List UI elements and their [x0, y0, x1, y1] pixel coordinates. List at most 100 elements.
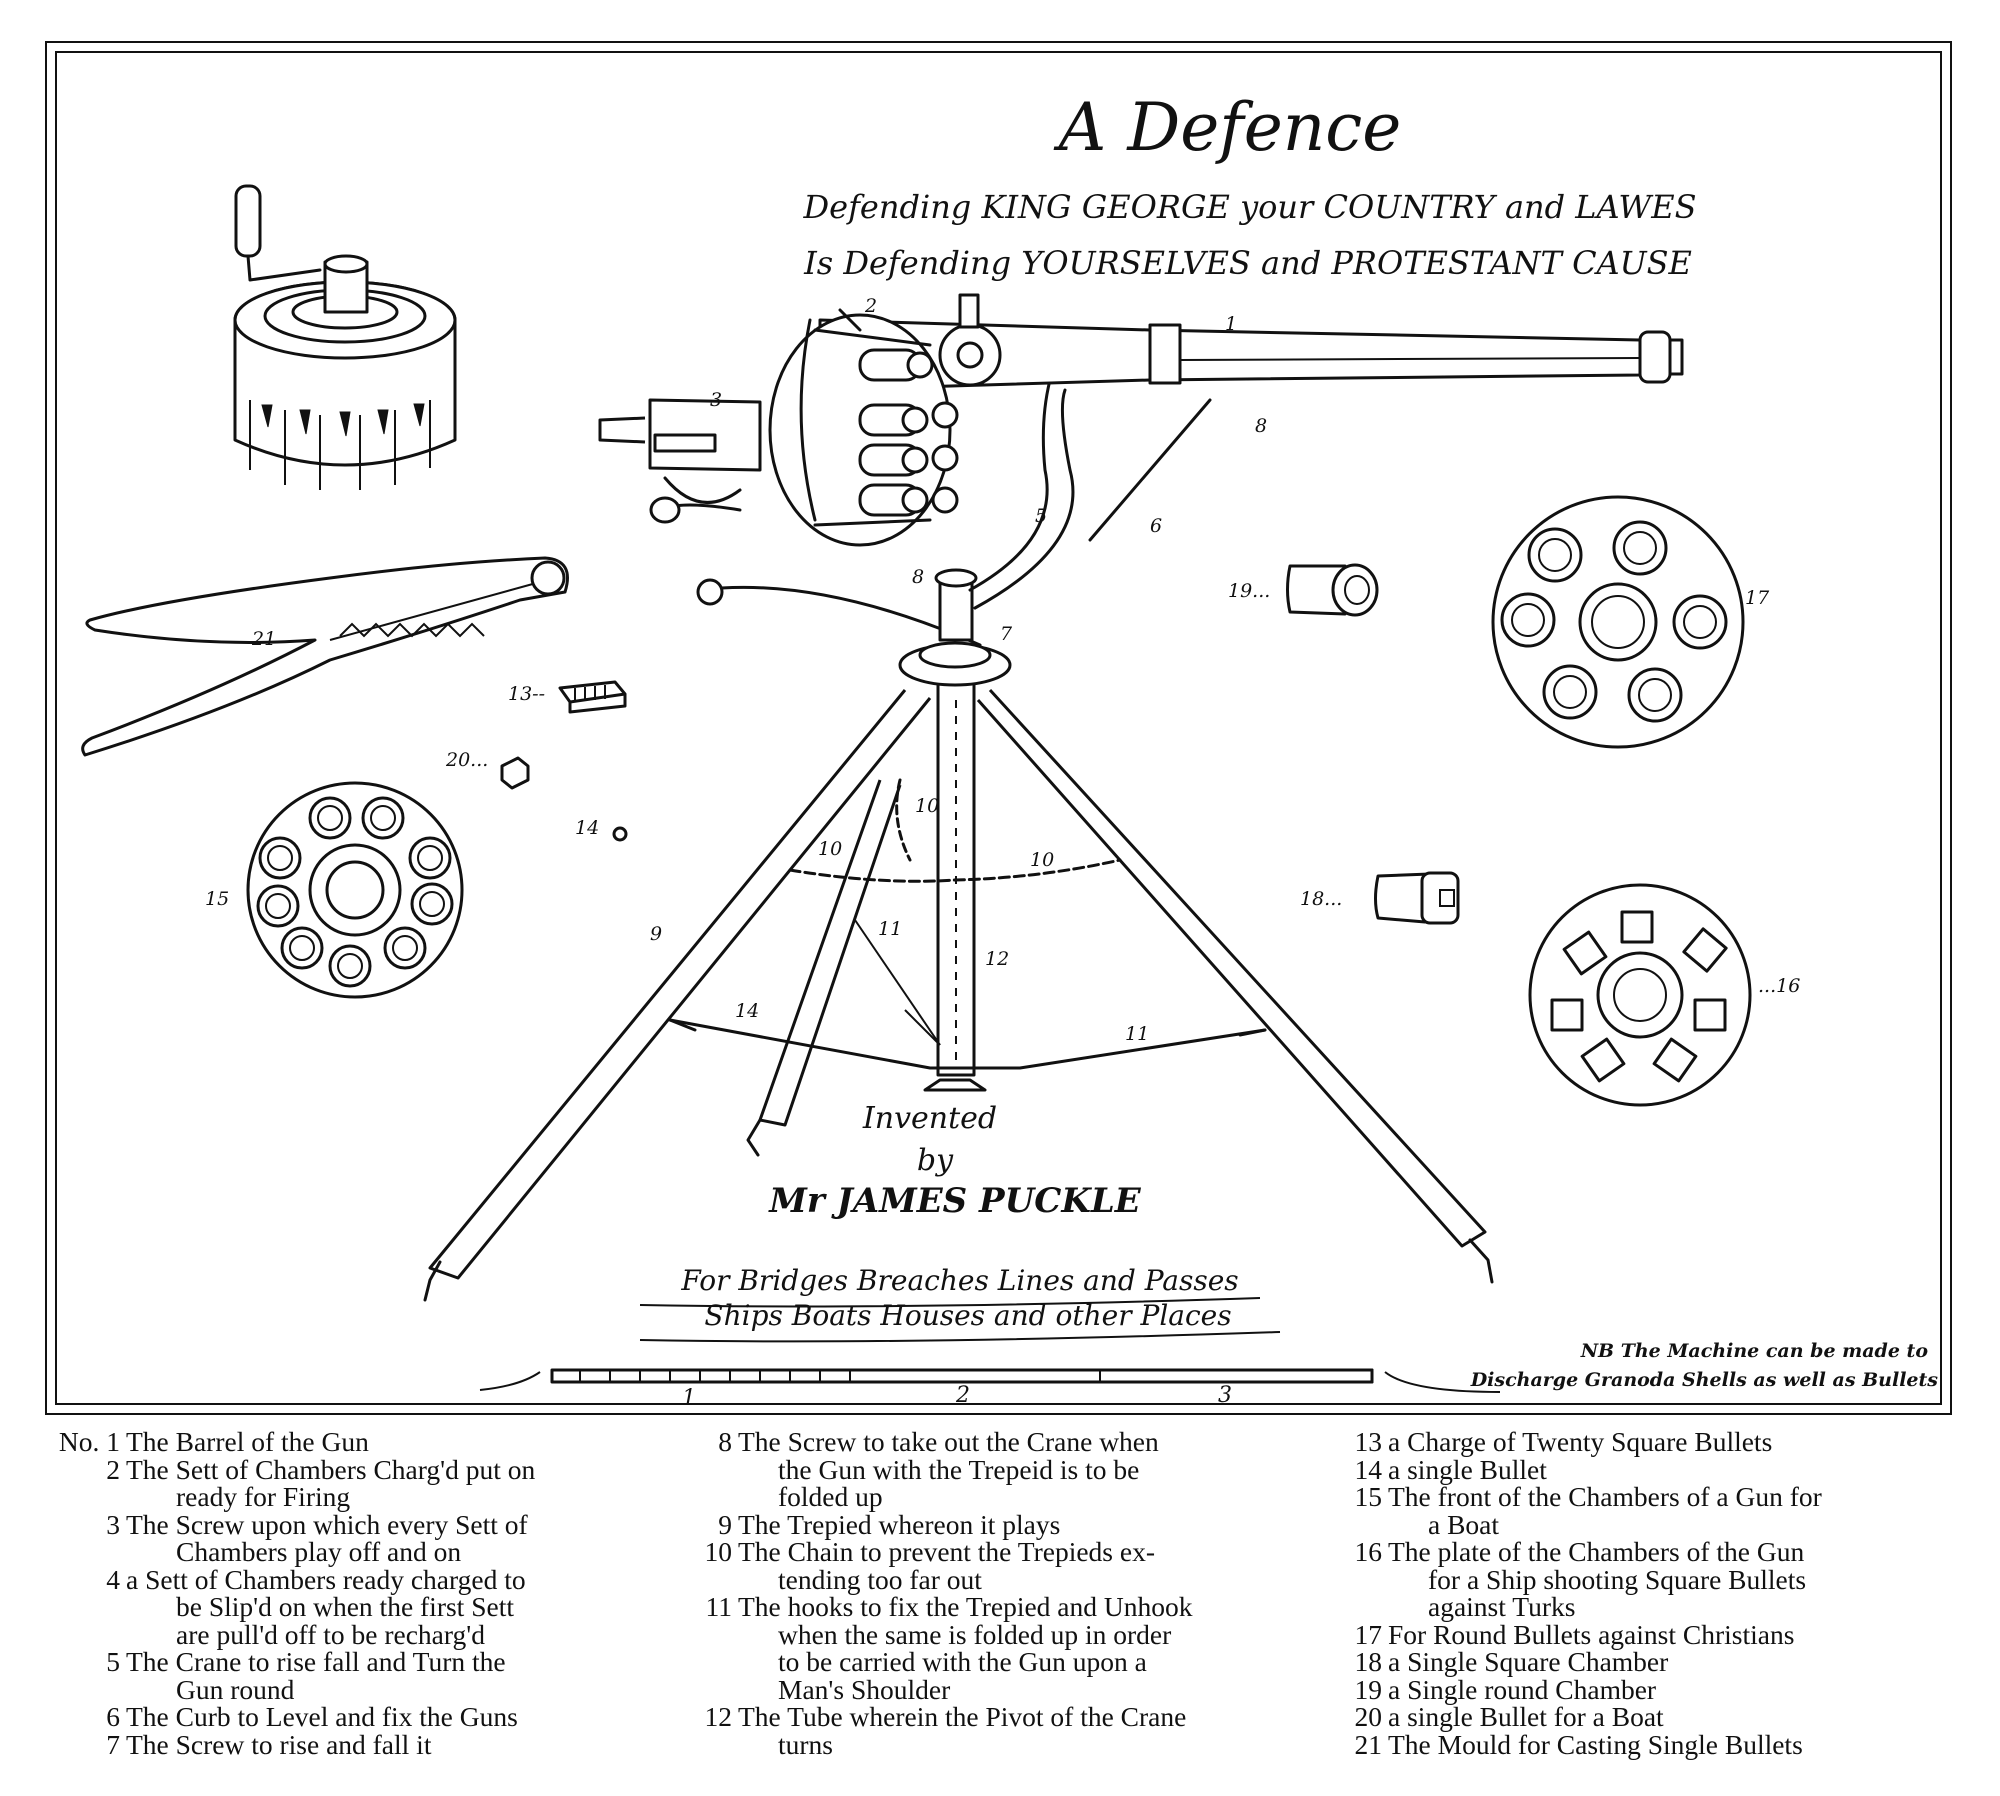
- square-chamber-drawing: 18...: [1300, 873, 1458, 923]
- by-label: by: [917, 1143, 954, 1178]
- svg-text:9: 9: [650, 923, 662, 945]
- svg-text:13--: 13--: [508, 683, 545, 705]
- svg-text:8: 8: [1255, 415, 1267, 437]
- svg-text:6: 6: [1150, 515, 1162, 537]
- chamber-set-drawing: 2 3: [600, 295, 957, 545]
- legend-text-cont: folded up: [738, 1483, 1340, 1511]
- legend-text: The Chain to prevent the Trepieds ex-: [738, 1538, 1340, 1566]
- svg-text:1: 1: [682, 1386, 696, 1411]
- legend-text: The Crane to rise fall and Turn the: [126, 1648, 650, 1676]
- legend-number: 18: [1340, 1648, 1382, 1676]
- legend-text: The Screw to take out the Crane when: [738, 1428, 1340, 1456]
- round-chamber-drawing: 19...: [1228, 565, 1377, 615]
- legend-text: a single Bullet: [1388, 1456, 1980, 1484]
- legend-item-21: 21 The Mould for Casting Single Bullets: [1340, 1731, 1980, 1759]
- legend-number: 1: [106, 1426, 120, 1457]
- svg-text:14: 14: [575, 817, 599, 839]
- boat-chamber-front-drawing: 15: [205, 783, 462, 997]
- legend-item-4: 4 a Sett of Chambers ready charged to be…: [30, 1566, 650, 1649]
- legend-item-13: 13 a Charge of Twenty Square Bullets: [1340, 1428, 1980, 1456]
- legend-item-17: 17 For Round Bullets against Christians: [1340, 1621, 1980, 1649]
- legend-number: 2: [30, 1456, 120, 1484]
- svg-text:11: 11: [1125, 1023, 1149, 1045]
- legend-text: The Barrel of the Gun: [126, 1428, 650, 1456]
- legend-item-3: 3 The Screw upon which every Sett of Cha…: [30, 1511, 650, 1566]
- legend-text: The plate of the Chambers of the Gun: [1388, 1538, 1980, 1566]
- svg-text:3: 3: [1218, 1383, 1232, 1408]
- legend-text: The Curb to Level and fix the Guns: [126, 1703, 650, 1731]
- legend-number: 14: [1340, 1456, 1382, 1484]
- legend-text-cont: are pull'd off to be recharg'd: [126, 1621, 650, 1649]
- legend-text-cont: tending too far out: [738, 1566, 1340, 1594]
- bullet-mould-drawing: 21: [83, 558, 568, 755]
- legend-text-cont: turns: [738, 1731, 1340, 1759]
- use-line-2: Ships Boats Houses and other Places: [704, 1299, 1231, 1332]
- legend-text: a single Bullet for a Boat: [1388, 1703, 1980, 1731]
- square-bullets-charge-drawing: 13--: [508, 682, 625, 712]
- legend-text: The Trepied whereon it plays: [738, 1511, 1340, 1539]
- plate-title: A Defence: [1053, 89, 1402, 166]
- legend-column-2: 8 The Screw to take out the Crane when t…: [690, 1428, 1340, 1758]
- legend-item-2: 2 The Sett of Chambers Charg'd put on re…: [30, 1456, 650, 1511]
- legend-text-cont: ready for Firing: [126, 1483, 650, 1511]
- motto-line-2: Is Defending YOURSELVES and PROTESTANT C…: [803, 244, 1692, 282]
- svg-text:1: 1: [1225, 313, 1237, 335]
- single-bullet-drawing: 14: [575, 817, 626, 840]
- legend-text: The Sett of Chambers Charg'd put on: [126, 1456, 650, 1484]
- svg-text:10: 10: [1030, 849, 1054, 871]
- legend-number: 21: [1340, 1731, 1382, 1759]
- boat-bullet-drawing: 20...: [445, 749, 528, 788]
- legend-item-19: 19 a Single round Chamber: [1340, 1676, 1980, 1704]
- legend-item-18: 18 a Single Square Chamber: [1340, 1648, 1980, 1676]
- legend-number: 7: [30, 1731, 120, 1759]
- legend-number: 11: [690, 1593, 732, 1621]
- legend-text: The hooks to fix the Trepied and Unhook: [738, 1593, 1340, 1621]
- legend-number: 10: [690, 1538, 732, 1566]
- legend-text: The Screw to rise and fall it: [126, 1731, 650, 1759]
- legend-item-7: 7 The Screw to rise and fall it: [30, 1731, 650, 1759]
- legend-text: The front of the Chambers of a Gun for: [1388, 1483, 1980, 1511]
- use-line-1: For Bridges Breaches Lines and Passes: [680, 1264, 1238, 1297]
- legend-number: 15: [1340, 1483, 1382, 1511]
- legend-item-8: 8 The Screw to take out the Crane when t…: [690, 1428, 1340, 1511]
- legend-text: a Sett of Chambers ready charged to: [126, 1566, 650, 1594]
- svg-text:11: 11: [878, 918, 902, 940]
- legend-text-cont: a Boat: [1388, 1511, 1980, 1539]
- legend-item-14: 14 a single Bullet: [1340, 1456, 1980, 1484]
- legend-text-cont: to be carried with the Gun upon a: [738, 1648, 1340, 1676]
- invented-label: Invented: [862, 1101, 997, 1136]
- svg-text:3: 3: [710, 389, 722, 411]
- note-line-2: Discharge Granoda Shells as well as Bull…: [1470, 1369, 1939, 1391]
- legend-text: The Screw upon which every Sett of: [126, 1511, 650, 1539]
- legend-item-10: 10 The Chain to prevent the Trepieds ex-…: [690, 1538, 1340, 1593]
- svg-text:20...: 20...: [445, 749, 488, 771]
- legend-item-6: 6 The Curb to Level and fix the Guns: [30, 1703, 650, 1731]
- motto-line-1: Defending KING GEORGE your COUNTRY and L…: [802, 188, 1696, 226]
- legend-item-1: No. 1 The Barrel of the Gun: [30, 1428, 650, 1456]
- svg-text:8: 8: [912, 566, 924, 588]
- legend-item-15: 15 The front of the Chambers of a Gun fo…: [1340, 1483, 1980, 1538]
- legend-text-cont: Man's Shoulder: [738, 1676, 1340, 1704]
- legend-number: 16: [1340, 1538, 1382, 1566]
- legend-text-cont: against Turks: [1388, 1593, 1980, 1621]
- square-bullet-plate-drawing: ...16: [1530, 885, 1800, 1105]
- svg-text:10: 10: [818, 838, 842, 860]
- svg-text:12: 12: [985, 948, 1009, 970]
- spare-chamber-set-drawing: [235, 186, 455, 490]
- legend-text: a Charge of Twenty Square Bullets: [1388, 1428, 1980, 1456]
- legend-number: 12: [690, 1703, 732, 1731]
- legend-text: For Round Bullets against Christians: [1388, 1621, 1980, 1649]
- legend-text-cont: Gun round: [126, 1676, 650, 1704]
- round-bullet-plate-drawing: 17: [1493, 497, 1770, 747]
- legend-item-11: 11 The hooks to fix the Trepied and Unho…: [690, 1593, 1340, 1703]
- legend-number: 6: [30, 1703, 120, 1731]
- note-line-1: NB The Machine can be made to: [1580, 1340, 1929, 1362]
- legend-number: 20: [1340, 1703, 1382, 1731]
- legend-number: 9: [690, 1511, 732, 1539]
- legend-item-20: 20 a single Bullet for a Boat: [1340, 1703, 1980, 1731]
- legend-number: 3: [30, 1511, 120, 1539]
- legend-item-12: 12 The Tube wherein the Pivot of the Cra…: [690, 1703, 1340, 1758]
- legend-text-cont: Chambers play off and on: [126, 1538, 650, 1566]
- svg-text:5: 5: [1035, 505, 1047, 527]
- legend-number: 5: [30, 1648, 120, 1676]
